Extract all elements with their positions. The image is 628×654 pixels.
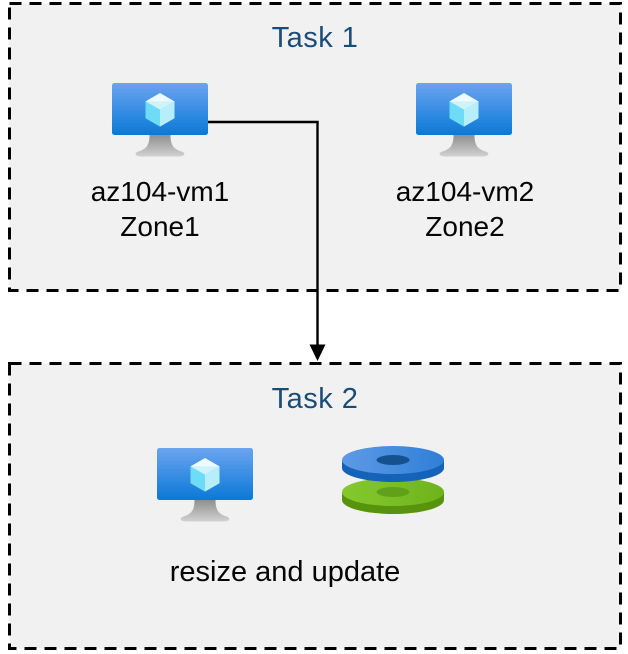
- task1-title: Task 1: [271, 22, 359, 54]
- task2-title: Task 2: [271, 383, 359, 415]
- vm1-label: az104-vm1 Zone1: [40, 174, 280, 244]
- managed-disks-icon: [341, 444, 445, 518]
- virtual-machine-icon: [157, 448, 253, 524]
- virtual-machine-icon: [112, 83, 208, 159]
- vm2-zone-label: Zone2: [425, 211, 505, 242]
- virtual-machine-icon: [416, 83, 512, 159]
- task2-caption: resize and update: [169, 556, 401, 588]
- vm1-name-label: az104-vm1: [90, 176, 230, 207]
- vm1-zone-label: Zone1: [120, 211, 200, 242]
- vm2-label: az104-vm2 Zone2: [345, 174, 585, 244]
- vm2-name-label: az104-vm2: [395, 176, 535, 207]
